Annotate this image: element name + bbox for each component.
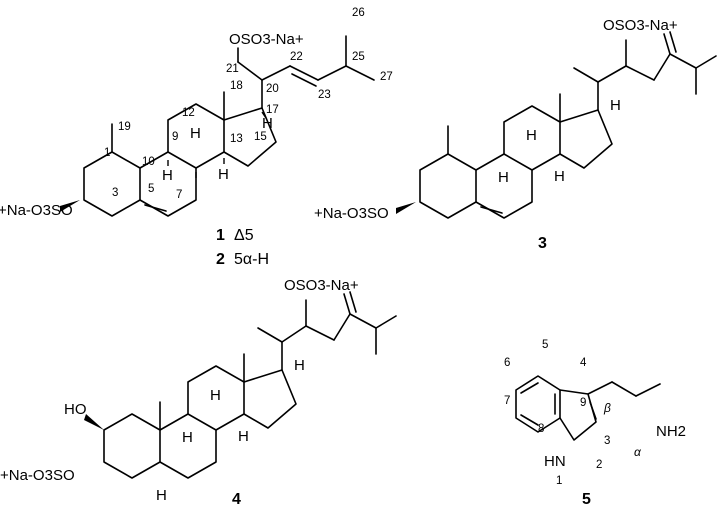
compound-3-h9-label: H	[498, 169, 509, 186]
compound-5-amine-label: NH2	[656, 423, 686, 440]
compound-2-id: 2	[216, 251, 225, 268]
compound-1-atom-21: 21	[226, 63, 239, 75]
compound-1-atom-27: 27	[380, 71, 393, 83]
compound-1-c21-sulfate-label: OSO3-Na+	[229, 31, 304, 48]
compound-4-c3-sulfate-label: +Na-O3SO	[0, 467, 75, 484]
compound-4-h5-label: H	[156, 487, 167, 504]
compound-1-atom-3: 3	[112, 187, 118, 199]
compound-1-atom-5: 5	[148, 183, 154, 195]
compound-1-atom-22: 22	[290, 51, 303, 63]
compound-5-atom-1: 1	[556, 475, 562, 487]
compound-3-side-sulfate-label: OSO3-Na+	[603, 17, 678, 34]
compound-1-h17-label: H	[262, 115, 273, 132]
compound-4-h17-label: H	[294, 357, 305, 374]
compound-1-atom-1: 1	[104, 147, 110, 159]
compound-4-side-sulfate-label: OSO3-Na+	[284, 277, 359, 294]
compound-1-atom-7: 7	[176, 189, 182, 201]
compound-5-alpha-label: α	[634, 445, 642, 459]
compound-1-h14-label: H	[218, 166, 229, 183]
compound-4-h8-label: H	[210, 387, 221, 404]
compound-5-atom-3: 3	[604, 435, 610, 447]
compound-4-h9-label: H	[182, 429, 193, 446]
compound-1-atom-12: 12	[182, 107, 195, 119]
compound-1-atom-9: 9	[172, 131, 178, 143]
compound-3-h8-label: H	[526, 127, 537, 144]
compound-1-atom-18: 18	[230, 80, 243, 92]
compound-5-id: 5	[582, 491, 591, 508]
compound-1-atom-13: 13	[230, 133, 243, 145]
compound-3-id: 3	[538, 235, 547, 252]
compound-1-c3-sulfate-label: +Na-O3SO	[0, 202, 73, 219]
compound-5-atom-6: 6	[504, 357, 510, 369]
compound-2-note: 5α-H	[234, 251, 269, 268]
compound-4-id: 4	[232, 491, 241, 508]
compound-5-atom-8: 8	[538, 423, 544, 435]
compound-1-atom-15: 15	[254, 131, 267, 143]
compound-4-structure	[84, 291, 397, 479]
compound-1-atom-23: 23	[318, 89, 331, 101]
compound-5-atom-4: 4	[580, 357, 587, 369]
compound-3-c3-sulfate-label: +Na-O3SO	[314, 205, 389, 222]
compound-1-atom-26: 26	[352, 7, 365, 19]
compound-5-atom-7: 7	[504, 395, 510, 407]
compound-1-h9-label: H	[162, 167, 173, 184]
compound-1-atom-10: 10	[142, 156, 155, 168]
compound-5-atom-9: 9	[580, 397, 586, 409]
compound-5-nh-label: HN	[544, 453, 566, 470]
compound-4-h14-label: H	[238, 428, 249, 445]
compound-5-atom-2: 2	[596, 459, 602, 471]
compound-3-h17-label: H	[610, 97, 621, 114]
compound-3-structure	[396, 31, 717, 219]
compound-1-structure	[60, 35, 375, 217]
compound-4-c2-hydroxy-label: HO	[64, 401, 87, 418]
compound-3-h14-label: H	[554, 168, 565, 185]
compound-5-beta-label: β	[603, 401, 611, 415]
compound-1-atom-20: 20	[266, 83, 279, 95]
compound-1-atom-19: 19	[118, 121, 131, 133]
compound-1-atom-25: 25	[352, 51, 365, 63]
compound-5-atom-5: 5	[542, 339, 548, 351]
compound-1-h8-label: H	[190, 125, 201, 142]
compound-1-id: 1	[216, 227, 225, 244]
compound-5-structure	[515, 375, 661, 441]
compound-1-atom-17: 17	[266, 104, 279, 116]
compound-1-note: Δ5	[234, 227, 254, 244]
